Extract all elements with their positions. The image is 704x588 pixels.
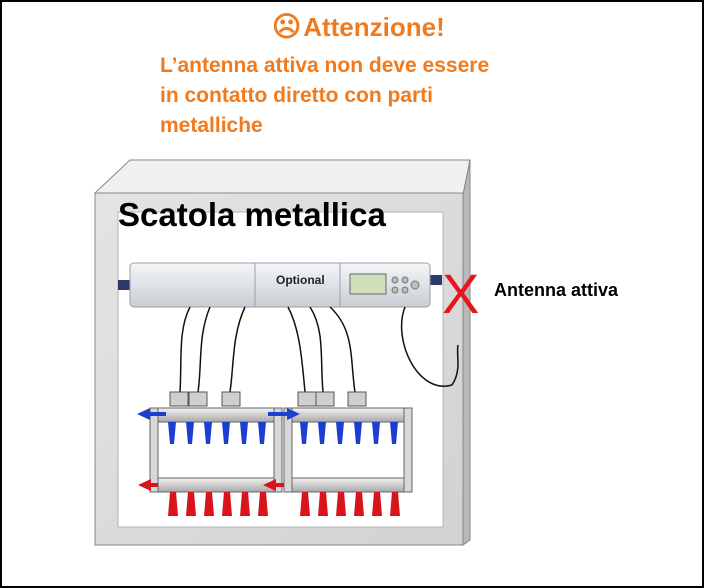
- blue-outlets-right: [300, 422, 398, 444]
- optional-label: Optional: [276, 273, 325, 287]
- x-mark: X: [442, 262, 480, 325]
- red-arrow-right: [263, 479, 284, 491]
- blue-arrow-right: [268, 408, 300, 420]
- red-outlets-right: [300, 492, 400, 516]
- warning-title-text: Attenzione!: [303, 11, 445, 42]
- warning-line-3: metalliche: [160, 114, 263, 137]
- warning-title: ☹ Attenzione!: [272, 10, 445, 44]
- antenna-label: Antenna attiva: [494, 280, 619, 300]
- blue-arrow-left: [137, 408, 166, 420]
- antenna-cable: [400, 306, 459, 387]
- controller-unit: [118, 262, 442, 308]
- manifold-right: [283, 391, 413, 493]
- flow-arrows: [137, 408, 300, 491]
- warning-line-1: L’antenna attiva non deve essere: [160, 54, 490, 77]
- warning-line-2: in contatto diretto con parti: [160, 84, 433, 107]
- display-screen: [349, 273, 387, 295]
- red-outlets-left: [168, 492, 268, 516]
- red-arrow-left: [138, 479, 158, 491]
- cables: [179, 306, 459, 393]
- smiley-icon: ☹: [272, 11, 302, 42]
- blue-outlets-left: [168, 422, 266, 444]
- box-label: Scatola metallica: [118, 196, 386, 233]
